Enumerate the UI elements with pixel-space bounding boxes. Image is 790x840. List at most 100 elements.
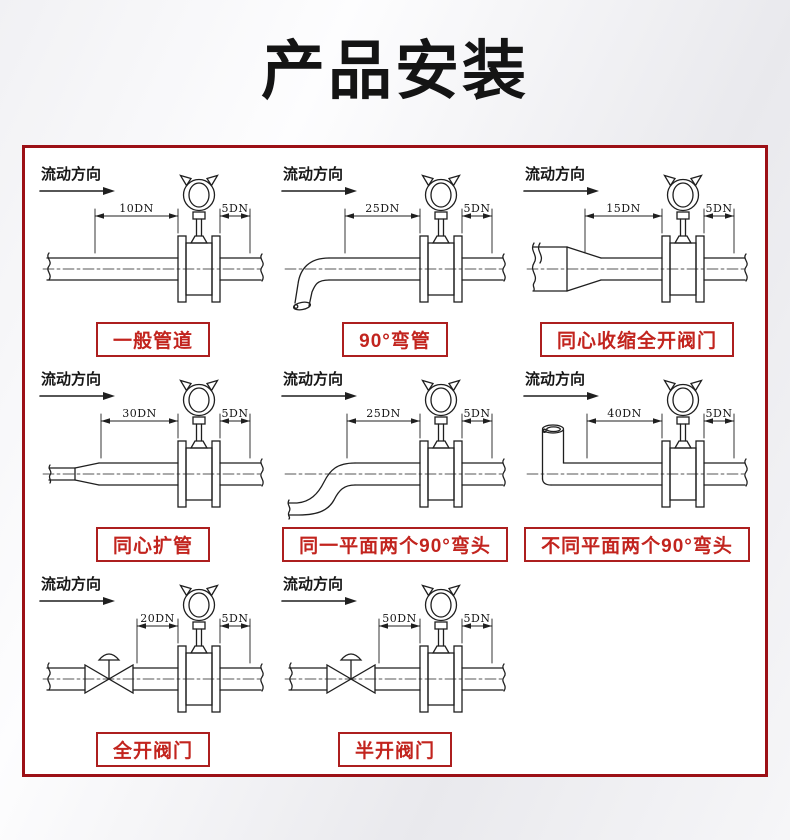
left-dimension: 50DN	[378, 612, 421, 664]
flowmeter-transmitter-head-icon	[424, 178, 458, 212]
pipe-downstream	[219, 458, 264, 487]
installation-diagram-frame: 流动方向 5DN 10DN	[22, 145, 768, 777]
caption-label: 90°弯管	[359, 331, 431, 352]
left-dimension: 20DN	[136, 612, 179, 664]
pipe-diagram: 流动方向 5DN 25DN	[281, 165, 506, 311]
diagram-grid: 流动方向 5DN 10DN	[25, 148, 765, 773]
flowmeter-transmitter-head-icon	[182, 178, 216, 212]
flowmeter-stem-base	[189, 235, 209, 244]
flow-direction-arrow	[523, 392, 599, 400]
caption-box: 半开阀门	[337, 732, 452, 767]
pipe-diagram: 流动方向 5DN 40DN	[523, 370, 748, 508]
right-dimension: 5DN	[461, 612, 493, 664]
pipe-downstream	[219, 253, 264, 282]
right-dimension: 5DN	[219, 407, 251, 459]
flow-direction-label: 流动方向	[525, 370, 585, 388]
flowmeter-symbol	[661, 379, 705, 508]
panel-concentric-reduction-open-valve: 流动方向 5DN 15DN	[517, 162, 757, 357]
flowmeter-transmitter-head-icon	[666, 178, 700, 212]
flowmeter-stem-collar	[434, 211, 448, 220]
right-dimension-label: 5DN	[222, 202, 249, 215]
pipe-downstream	[461, 253, 506, 282]
right-dimension: 5DN	[219, 202, 251, 254]
pipe-diagram: 流动方向 5DN 30DN	[39, 370, 264, 508]
pipe-downstream	[461, 663, 506, 692]
flowmeter-stem-collar	[192, 211, 206, 220]
panel-half-open-valve: 流动方向 5DN 50DN	[275, 572, 515, 767]
flow-direction-arrow	[39, 187, 115, 195]
caption-box: 90°弯管	[342, 322, 448, 357]
flowmeter-stem-base	[431, 235, 451, 244]
caption-box: 不同平面两个90°弯头	[524, 527, 750, 562]
caption-label: 一般管道	[112, 331, 193, 352]
right-dimension-label: 5DN	[706, 202, 733, 215]
straight-pipe-feature	[46, 252, 179, 281]
s-bend-pipe-feature	[287, 462, 421, 520]
flowmeter-symbol	[419, 379, 463, 508]
left-dimension-label: 25DN	[366, 407, 400, 420]
pipe-downstream	[703, 458, 748, 487]
right-dimension-label: 5DN	[464, 612, 491, 625]
right-dimension-label: 5DN	[222, 612, 249, 625]
left-dimension: 30DN	[100, 407, 179, 459]
left-dimension-label: 50DN	[382, 612, 416, 625]
left-dimension-label: 20DN	[140, 612, 174, 625]
flowmeter-stem-base	[431, 440, 451, 449]
expander-pipe-feature	[48, 462, 179, 486]
flowmeter-stem-base	[189, 645, 209, 654]
flow-direction-label: 流动方向	[41, 575, 101, 593]
valve-pipe-feature	[288, 653, 421, 695]
right-dimension-label: 5DN	[464, 407, 491, 420]
valve-pipe-feature	[46, 653, 179, 695]
flowmeter-transmitter-head-icon	[182, 383, 216, 417]
flowmeter-symbol	[177, 379, 221, 508]
right-dimension: 5DN	[703, 202, 735, 254]
flowmeter-stem-collar	[434, 416, 448, 425]
panel-two-90-elbows-same-plane: 流动方向 5DN 25DN	[275, 367, 515, 562]
left-dimension-label: 30DN	[122, 407, 156, 420]
flowmeter-stem-collar	[434, 621, 448, 630]
flowmeter-stem-collar	[676, 211, 690, 220]
right-dimension-label: 5DN	[464, 202, 491, 215]
flowmeter-stem-base	[673, 440, 693, 449]
flowmeter-transmitter-head-icon	[182, 588, 216, 622]
panel-general-pipe: 流动方向 5DN 10DN	[33, 162, 273, 357]
flowmeter-stem-base	[189, 440, 209, 449]
caption-label: 半开阀门	[354, 741, 435, 762]
flow-direction-arrow	[39, 392, 115, 400]
header: 产品安装	[0, 0, 790, 145]
right-dimension: 5DN	[219, 612, 251, 664]
flowmeter-symbol	[177, 174, 221, 303]
flow-direction-arrow	[281, 187, 357, 195]
caption-box: 全开阀门	[95, 732, 210, 767]
flow-direction-arrow	[39, 597, 115, 605]
panel-concentric-expansion: 流动方向 5DN 30DN	[33, 367, 273, 562]
caption-box: 同一平面两个90°弯头	[282, 527, 508, 562]
pipe-diagram: 流动方向 5DN 50DN	[281, 575, 506, 713]
reducer-pipe-feature	[531, 242, 663, 292]
panel-two-90-elbows-different-planes: 流动方向 5DN 40DN	[517, 367, 757, 562]
flow-direction-label: 流动方向	[525, 165, 585, 183]
caption-label: 不同平面两个90°弯头	[541, 536, 733, 557]
page: 产品安装 流动方向 5DN 10DN	[0, 0, 790, 777]
flowmeter-stem-collar	[192, 621, 206, 630]
caption-box: 同心收缩全开阀门	[539, 322, 734, 357]
left-dimension: 25DN	[346, 407, 421, 459]
left-dimension-label: 25DN	[365, 202, 399, 215]
left-dimension: 40DN	[586, 407, 663, 459]
flowmeter-symbol	[419, 584, 463, 713]
pipe-diagram: 流动方向 5DN 15DN	[523, 165, 748, 303]
bend-down-pipe-feature	[292, 257, 421, 311]
right-dimension: 5DN	[461, 407, 493, 459]
left-dimension-label: 10DN	[119, 202, 153, 215]
pipe-diagram: 流动方向 5DN 20DN	[39, 575, 264, 713]
pipe-diagram: 流动方向 5DN 10DN	[39, 165, 264, 303]
panel-elbow-90: 流动方向 5DN 25DN	[275, 162, 515, 357]
flow-direction-label: 流动方向	[41, 370, 101, 388]
flowmeter-stem-base	[673, 235, 693, 244]
flowmeter-symbol	[661, 174, 705, 303]
left-dimension: 10DN	[94, 202, 179, 254]
flowmeter-stem-collar	[676, 416, 690, 425]
pipe-diagram: 流动方向 5DN 25DN	[281, 370, 506, 520]
right-dimension-label: 5DN	[706, 407, 733, 420]
